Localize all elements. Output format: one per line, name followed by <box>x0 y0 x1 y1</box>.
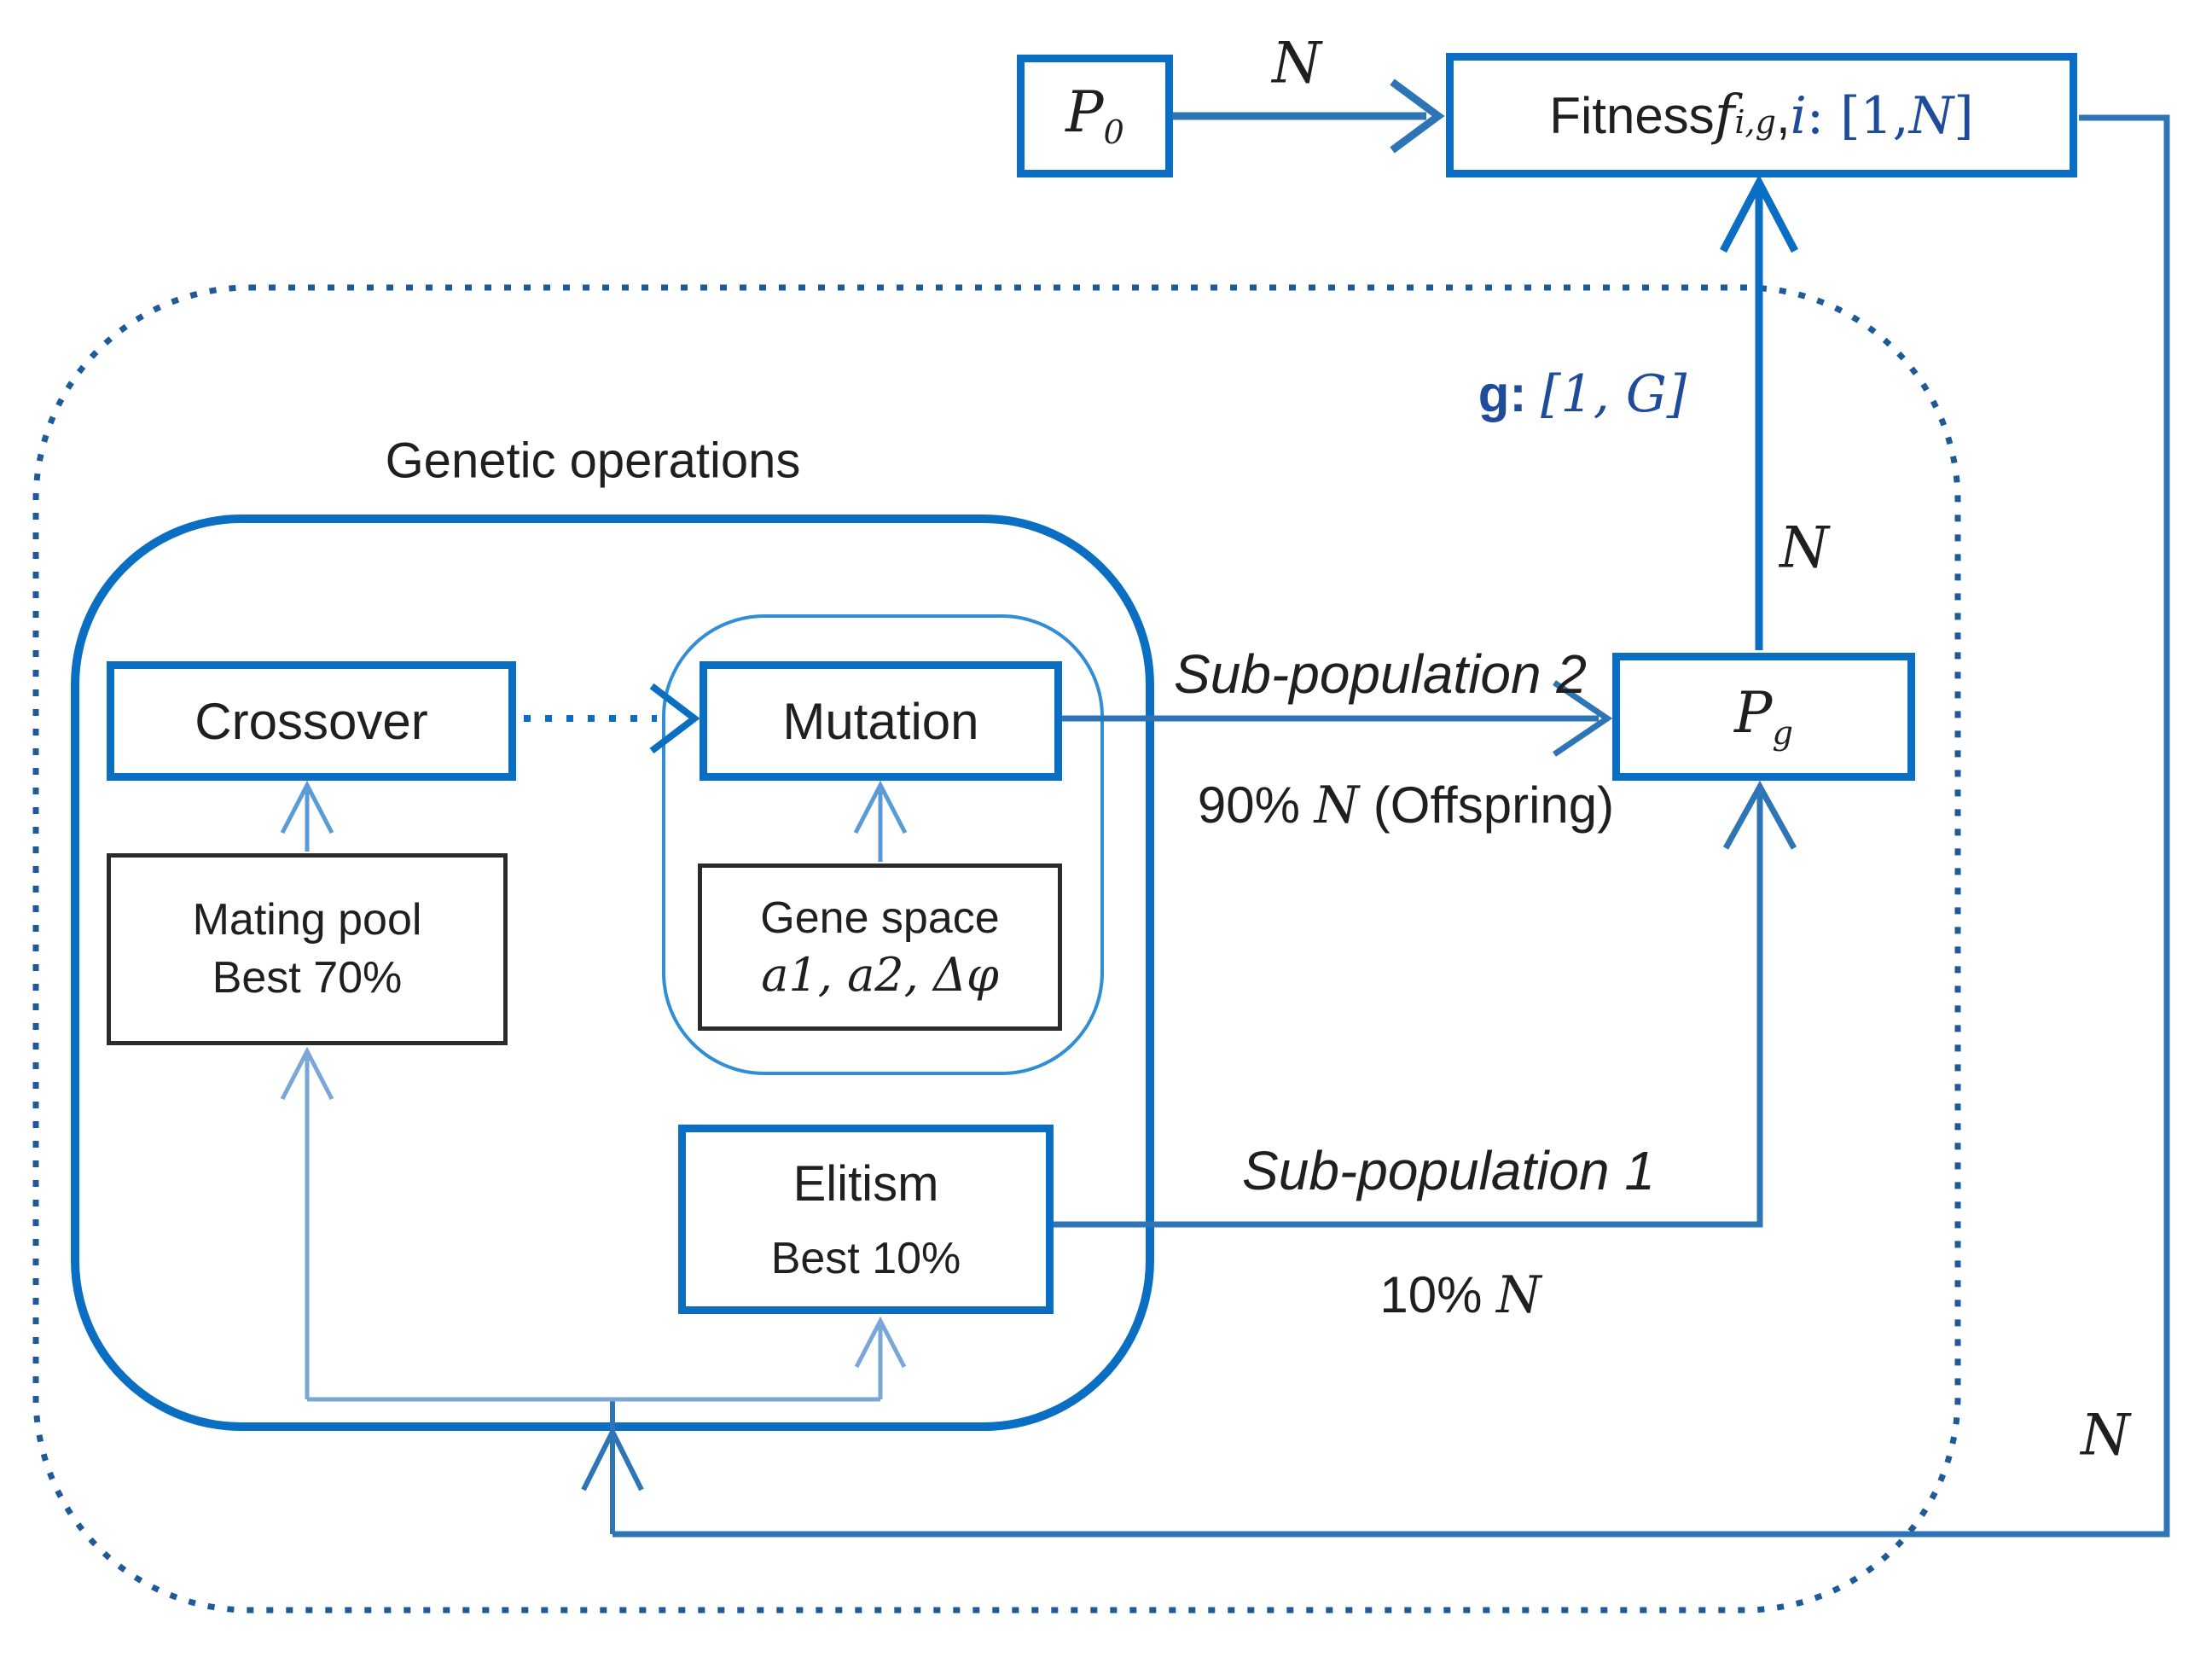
elitism-line1: Elitism <box>792 1155 939 1212</box>
splitter-to-mating-pool-head <box>280 1046 334 1101</box>
mutation-group-border <box>662 614 1104 1075</box>
node-mating-pool: Mating pool Best 70% <box>107 853 508 1045</box>
arrow-matingpool-to-crossover-head <box>280 780 334 834</box>
arrow-pg-to-fitness-head <box>1720 174 1798 253</box>
arrow-elitism-to-pg-shaft <box>1054 794 1763 1228</box>
arrow-mutation-to-pg-head <box>1553 680 1613 757</box>
genetic-operations-title: Genetic operations <box>385 433 801 489</box>
feedback-loop-path <box>613 114 2170 1538</box>
gene-space-line2: a1, a2, Δφ <box>761 947 999 1002</box>
node-initial-population: P0 <box>1017 55 1173 177</box>
mutation-label: Mutation <box>782 692 979 750</box>
arrow-crossover-to-mutation-head <box>649 683 700 754</box>
node-crossover: Crossover <box>107 661 516 781</box>
feedback-arrow-head <box>581 1426 644 1491</box>
p0-label: P0 <box>1065 79 1124 153</box>
generation-range-label: g: [1, G] <box>1478 364 1687 424</box>
node-elitism: Elitism Best 10% <box>678 1125 1054 1314</box>
mating-pool-line1: Mating pool <box>192 894 422 945</box>
generation-loop-dotted-border <box>32 284 1961 1614</box>
gene-space-line1: Gene space <box>760 893 1000 943</box>
crossover-label: Crossover <box>194 692 428 750</box>
elitism-line2: Best 10% <box>770 1233 961 1283</box>
n-label-top: N <box>1272 30 1321 96</box>
splitter-to-elitism-head <box>854 1316 907 1369</box>
sub-population-1-label: Sub-population 1 <box>1242 1140 1655 1201</box>
node-mutation: Mutation <box>700 661 1062 781</box>
n-label-bottom: N <box>2081 1402 2130 1468</box>
elite-share-label: 10% N <box>1379 1265 1541 1325</box>
sub-population-2-label: Sub-population 2 <box>1174 643 1587 705</box>
arrow-p0-to-fitness-head <box>1390 78 1445 154</box>
arrow-elitism-to-pg-head <box>1722 780 1797 850</box>
offspring-share-label: 90% N (Offspring) <box>1197 776 1615 835</box>
arrow-genespace-to-mutation-head <box>853 780 908 834</box>
mating-pool-line2: Best 70% <box>212 952 403 1003</box>
node-generation-population: Pg <box>1612 653 1915 781</box>
node-gene-space: Gene space a1, a2, Δφ <box>698 863 1062 1031</box>
pg-label: Pg <box>1734 680 1793 753</box>
n-label-mid: N <box>1779 515 1829 581</box>
